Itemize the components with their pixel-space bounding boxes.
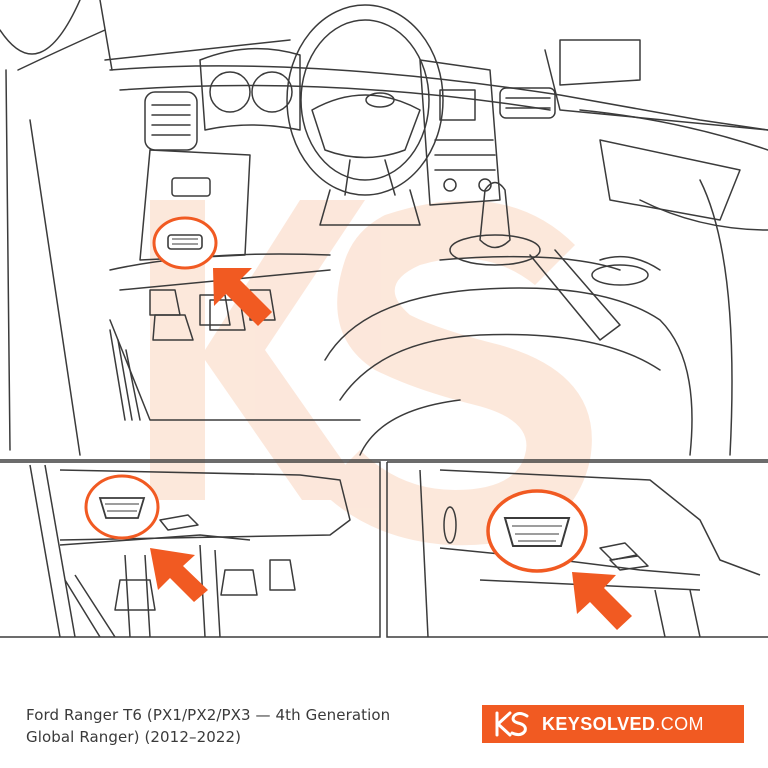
brand-name: KEYSOLVED: [542, 713, 656, 734]
main-arrow-icon: [213, 268, 272, 326]
caption-line-1: Ford Ranger T6 (PX1/PX2/PX3 — 4th Genera…: [26, 706, 391, 724]
right-inset-obd-highlight: [486, 489, 588, 573]
main-obd-highlight: [152, 216, 218, 270]
right-inset-arrow-icon: [572, 572, 632, 630]
left-inset-arrow-icon: [150, 548, 208, 602]
brand-domain: .COM: [655, 713, 704, 734]
brand-wordmark: KEYSOLVED.COM: [542, 714, 704, 735]
main-interior-drawing: [0, 0, 768, 456]
left-inset-obd-highlight: [84, 474, 160, 540]
inset-panel-frames: [0, 459, 768, 638]
left-inset-drawing: [29, 464, 351, 638]
caption-line-2: Global Ranger) (2012–2022): [26, 728, 242, 746]
right-inset-drawing: [419, 469, 761, 638]
keysolved-brand-badge: KEYSOLVED.COM: [482, 705, 744, 743]
ks-logo-icon: [495, 711, 529, 737]
ks-watermark: [150, 200, 592, 546]
vehicle-caption: Ford Ranger T6 (PX1/PX2/PX3 — 4th Genera…: [26, 704, 466, 748]
